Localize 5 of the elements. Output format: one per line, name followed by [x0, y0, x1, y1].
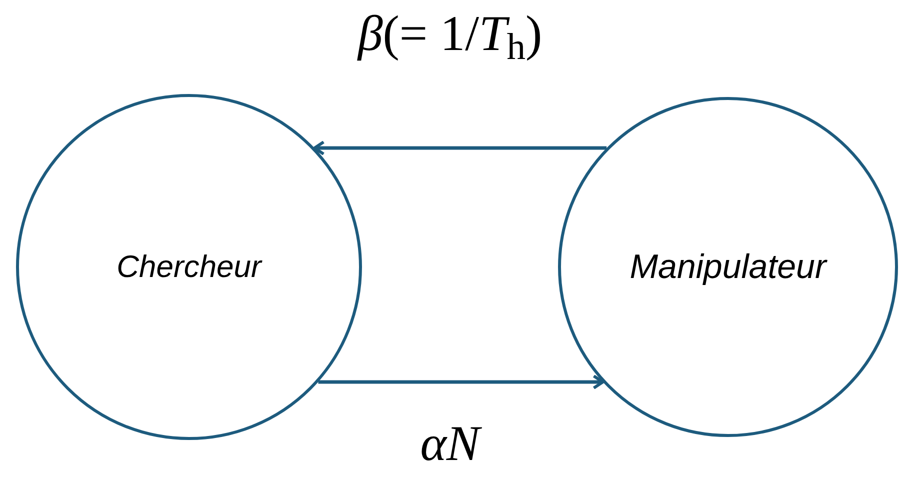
node-label: Chercheur [116, 248, 262, 286]
arrow [318, 374, 604, 390]
arrow [313, 140, 607, 156]
node-label: Manipulateur [630, 246, 826, 288]
edge-label: αN [420, 418, 480, 468]
